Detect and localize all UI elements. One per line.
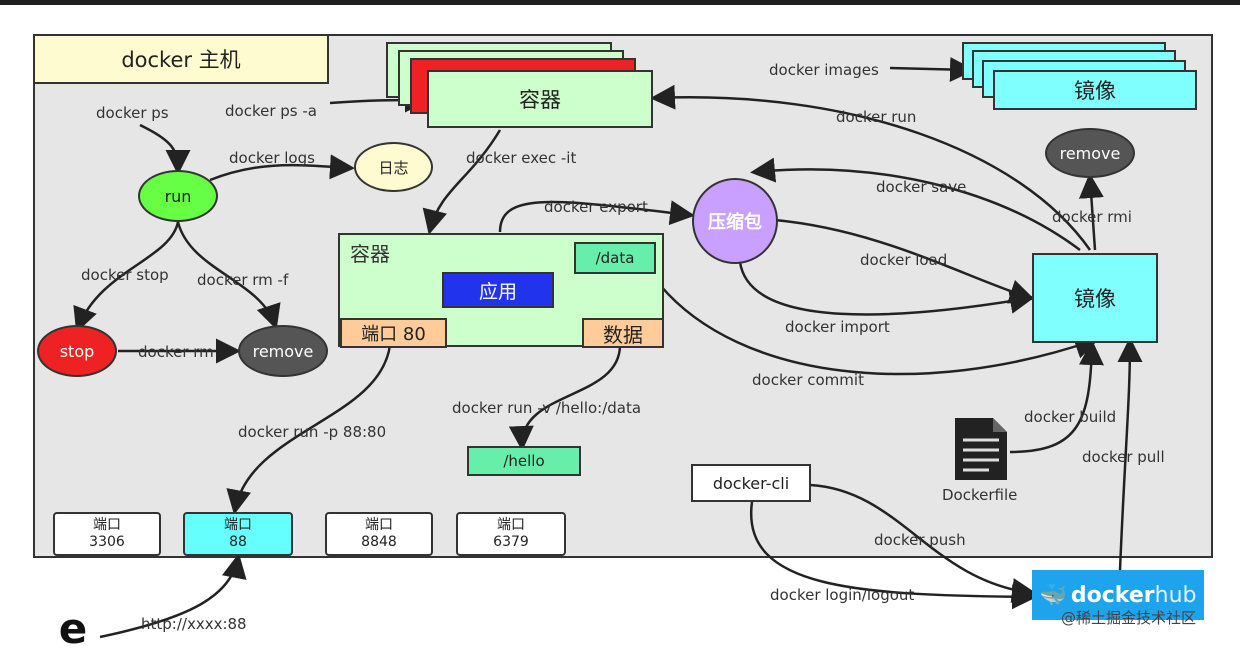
port-80-box: 端口 80 (340, 318, 447, 348)
line-pull (1117, 337, 1143, 571)
line-save (750, 157, 1081, 252)
stop-node: stop (37, 325, 117, 377)
cmd-save: docker save (876, 178, 967, 196)
cmd-load: docker load (860, 251, 948, 269)
cmd-stop: docker stop (81, 266, 169, 284)
line-logs (209, 154, 355, 182)
port-number: 8848 (361, 534, 397, 550)
line-run (650, 84, 1092, 251)
cmd-ps-a: docker ps -a (225, 102, 317, 120)
top-bar (0, 0, 1240, 5)
cmd-import: docker import (785, 318, 890, 336)
cmd-login: docker login/logout (770, 586, 915, 604)
cmd-images: docker images (769, 61, 879, 79)
data-box: 数据 (582, 318, 664, 348)
cmd-commit: docker commit (752, 371, 864, 389)
cmd-http: http://xxxx:88 (141, 615, 247, 633)
app-box: 应用 (442, 272, 554, 308)
line-export (498, 200, 695, 233)
cmd-run-v: docker run -v /hello:/data (452, 399, 642, 417)
line-volume (508, 344, 622, 451)
line-commit (659, 284, 1100, 376)
line-load (774, 218, 1035, 304)
archive-node: 压缩包 (692, 178, 778, 264)
cmd-export: docker export (544, 198, 648, 216)
cmd-rm-f: docker rm -f (197, 271, 289, 289)
port-label: 端口 (497, 517, 525, 533)
hello-dir-box: /hello (467, 446, 581, 476)
line-port-map (226, 344, 392, 515)
line-images (889, 57, 975, 82)
cmd-pull: docker pull (1082, 448, 1165, 466)
dockerfile-label: Dockerfile (942, 486, 1018, 504)
docker-cli-box: docker-cli (691, 464, 811, 502)
run-node: run (138, 170, 218, 222)
cmd-rm: docker rm (138, 343, 214, 361)
cmd-rmi: docker rmi (1052, 208, 1132, 226)
line-http (99, 553, 247, 639)
hub-name: docker (1070, 582, 1155, 608)
cmd-exec: docker exec -it (466, 149, 577, 167)
data-dir-box: /data (574, 242, 656, 274)
hub-suffix: hub (1154, 582, 1197, 608)
line-ps-run (139, 123, 191, 175)
cmd-build: docker build (1024, 408, 1117, 426)
port-number: 6379 (493, 534, 529, 550)
remove-container-node: remove (238, 325, 328, 377)
line-stop (73, 221, 180, 333)
host-title: docker 主机 (33, 34, 329, 84)
line-import (738, 261, 1035, 316)
line-exec (422, 129, 502, 235)
dockerfile-icon (955, 418, 1007, 480)
image-main-box: 镜像 (1032, 253, 1158, 343)
port-number: 3306 (89, 534, 125, 550)
port-label: 端口 (224, 517, 252, 533)
containers-box: 容器 (427, 70, 653, 128)
port-number: 88 (229, 534, 247, 550)
container-detail-title: 容器 (350, 242, 390, 266)
cmd-ps: docker ps (96, 104, 169, 122)
cmd-run-p: docker run -p 88:80 (238, 423, 387, 441)
watermark: @稀土掘金技术社区 (1061, 609, 1197, 627)
port-label: 端口 (365, 517, 393, 533)
port-label: 端口 (93, 517, 121, 533)
line-build (1009, 340, 1104, 454)
remove-image-node: remove (1045, 128, 1135, 178)
images-box: 镜像 (993, 70, 1197, 110)
whale-icon: 🐳 (1039, 582, 1067, 608)
line-login (749, 501, 1037, 610)
cmd-logs: docker logs (229, 149, 315, 167)
browser-icon: e (58, 604, 88, 653)
cmd-push: docker push (874, 531, 966, 549)
line-push (809, 483, 1037, 603)
log-node: 日志 (354, 142, 433, 192)
line-rmi (1078, 173, 1104, 251)
cmd-run: docker run (836, 108, 917, 126)
line-rm-f (176, 221, 281, 330)
